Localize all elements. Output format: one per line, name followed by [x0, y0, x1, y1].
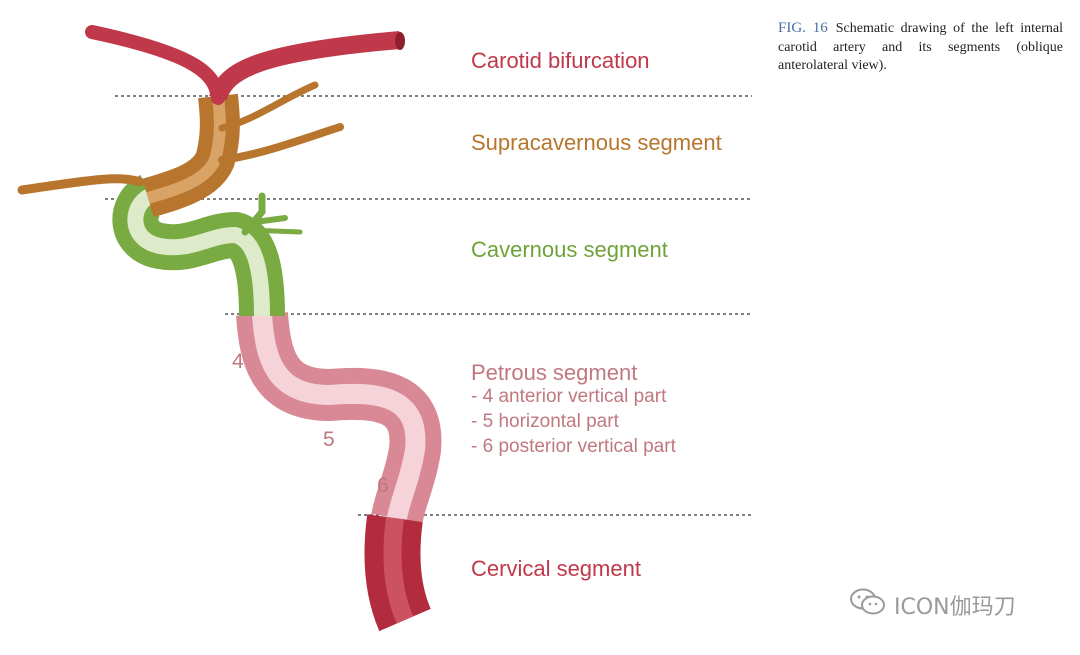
- label-petrous-part-4: - 4 anterior vertical part: [471, 386, 667, 407]
- label-petrous-part-6: - 6 posterior vertical part: [471, 436, 676, 457]
- label-carotid-bifurcation: Carotid bifurcation: [471, 48, 650, 73]
- carotid-bifurcation-shape: [85, 25, 405, 105]
- cavernous-segment-shape: [112, 175, 303, 317]
- part-number-5: 5: [323, 428, 335, 451]
- part-number-4: 4: [232, 350, 244, 373]
- label-petrous-segment: Petrous segment: [471, 360, 638, 385]
- wechat-icon: [848, 586, 888, 624]
- label-petrous-part-5: - 5 horizontal part: [471, 411, 619, 432]
- cervical-segment-shape: [364, 514, 432, 632]
- label-supracavernous-segment: Supracavernous segment: [471, 130, 722, 155]
- label-cavernous-segment: Cavernous segment: [471, 237, 668, 262]
- label-cervical-segment: Cervical segment: [471, 556, 641, 581]
- figure-label: FIG. 16: [778, 20, 828, 36]
- watermark: ICON伽玛刀: [848, 586, 1016, 624]
- watermark-text: ICON伽玛刀: [894, 595, 1016, 620]
- part-number-6: 6: [377, 474, 389, 497]
- caption-text: Schematic drawing of the left internal c…: [778, 21, 1063, 73]
- petrous-segment-shape: [236, 312, 442, 524]
- supracavernous-segment-shape: [17, 81, 344, 218]
